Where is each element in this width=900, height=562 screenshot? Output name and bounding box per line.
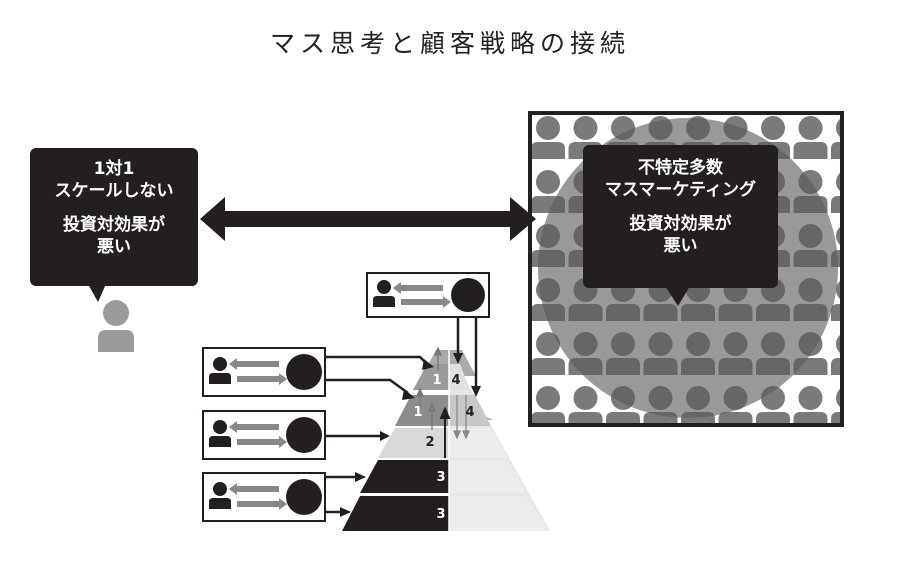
bubble-left-line1: 1対1 xyxy=(93,159,135,179)
bubble-right-line4: 悪い xyxy=(663,236,698,256)
bubble-right-tail xyxy=(665,286,690,306)
one-to-one-bubble: 1対1 スケールしない 投資対効果が 悪い xyxy=(30,148,198,286)
bubble-left-tail xyxy=(88,284,106,302)
bubble-right-line3: 投資対効果が xyxy=(629,214,732,234)
exchange-box-1 xyxy=(202,347,326,397)
pyramid-label-1a: 1 xyxy=(432,373,441,388)
double-arrow xyxy=(200,197,536,241)
exchange-box-top xyxy=(366,272,490,318)
bubble-left-line4: 悪い xyxy=(97,237,131,257)
exchange-box-3 xyxy=(202,472,326,522)
customer-pyramid: 1 1 2 3 3 4 4 xyxy=(342,346,550,531)
pyramid-label-3b: 3 xyxy=(436,507,445,522)
bubble-right-line2: マスマーケティング xyxy=(604,180,757,200)
pyramid-label-1b: 1 xyxy=(413,405,422,420)
pyramid-label-4b: 4 xyxy=(465,405,474,420)
bubble-right-line1: 不特定多数 xyxy=(638,158,723,178)
bubble-left-line3: 投資対効果が xyxy=(63,215,165,235)
mass-marketing-bubble: 不特定多数 マスマーケティング 投資対効果が 悪い xyxy=(583,145,778,288)
bubble-left-line2: スケールしない xyxy=(54,181,174,201)
crowd-frame xyxy=(528,111,844,427)
person-icon xyxy=(98,300,134,352)
exchange-box-2 xyxy=(202,410,326,460)
page-title: マス思考と顧客戦略の接続 xyxy=(269,29,630,58)
pyramid-label-2: 2 xyxy=(425,435,434,450)
pyramid-label-3a: 3 xyxy=(436,470,445,485)
pyramid-label-4a: 4 xyxy=(451,373,460,388)
